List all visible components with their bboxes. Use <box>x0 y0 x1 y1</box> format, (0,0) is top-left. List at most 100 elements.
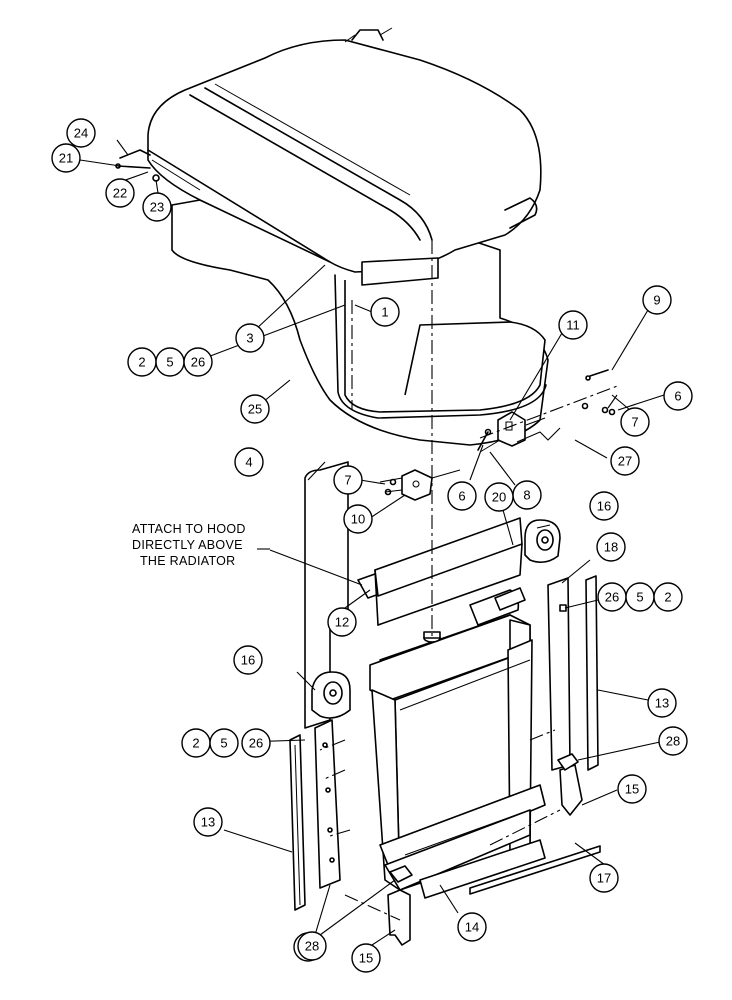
callout-3: 3 <box>235 323 265 353</box>
callout-7-a: 7 <box>620 407 650 437</box>
callout-16-b: 16 <box>233 645 263 675</box>
radiator <box>369 587 546 891</box>
callout-13-b: 13 <box>193 807 223 837</box>
callout-25: 25 <box>240 394 270 424</box>
callout-15-b: 15 <box>351 943 381 973</box>
svg-text:2: 2 <box>664 590 671 605</box>
callout-10: 10 <box>343 504 373 534</box>
svg-text:10: 10 <box>351 512 365 527</box>
mount-16-right <box>524 519 561 564</box>
svg-text:2: 2 <box>138 355 145 370</box>
svg-text:2: 2 <box>192 736 199 751</box>
bracket-15-left <box>387 889 411 946</box>
callout-21: 21 <box>51 143 81 173</box>
svg-text:6: 6 <box>458 489 465 504</box>
svg-text:11: 11 <box>566 318 580 333</box>
callout-7-b: 7 <box>333 465 363 495</box>
svg-text:16: 16 <box>241 653 255 668</box>
callout-4: 4 <box>234 447 264 477</box>
svg-text:5: 5 <box>166 355 173 370</box>
callout-5-c: 5 <box>209 728 239 758</box>
svg-text:7: 7 <box>631 415 638 430</box>
side-rail-18-right <box>547 577 571 771</box>
svg-text:6: 6 <box>674 389 681 404</box>
mount-16-left <box>311 671 351 719</box>
svg-text:9: 9 <box>653 293 660 308</box>
svg-text:13: 13 <box>655 696 669 711</box>
hood-assembly <box>147 27 549 446</box>
callout-26-b: 26 <box>597 582 627 612</box>
callout-22: 22 <box>105 178 135 208</box>
svg-text:28: 28 <box>666 734 680 749</box>
callout-6-a: 6 <box>663 381 693 411</box>
callout-17: 17 <box>589 863 619 893</box>
callout-15-a: 15 <box>617 774 647 804</box>
callout-12: 12 <box>327 607 357 637</box>
svg-text:22: 22 <box>113 186 127 201</box>
callout-1: 1 <box>370 297 400 327</box>
svg-text:27: 27 <box>618 454 632 469</box>
svg-text:5: 5 <box>220 736 227 751</box>
svg-text:28: 28 <box>305 939 319 954</box>
svg-text:20: 20 <box>492 490 506 505</box>
bracket-10 <box>379 469 461 501</box>
svg-text:13: 13 <box>201 815 215 830</box>
callout-14: 14 <box>457 912 487 942</box>
callout-5-b: 5 <box>625 582 655 612</box>
bottom-support-14 <box>419 839 546 899</box>
pad-28-left <box>389 865 413 883</box>
svg-text:25: 25 <box>248 402 262 417</box>
callout-2-b: 2 <box>653 582 683 612</box>
side-rail-19-left <box>314 719 341 889</box>
svg-text:18: 18 <box>604 540 618 555</box>
callout-28-b-visible: 28 <box>297 931 327 961</box>
svg-text:1: 1 <box>381 305 388 320</box>
side-rail-13-left <box>289 734 306 911</box>
callout-16-a: 16 <box>589 491 619 521</box>
callout-5-a: 5 <box>155 347 185 377</box>
side-rail-13-right <box>585 575 599 771</box>
hood-latch <box>115 149 160 182</box>
svg-text:14: 14 <box>465 920 479 935</box>
callout-11: 11 <box>558 310 588 340</box>
callout-6-b: 6 <box>447 481 477 511</box>
svg-text:15: 15 <box>625 782 639 797</box>
attach-note: ATTACH TO HOOD DIRECTLY ABOVE THE RADIAT… <box>132 522 270 568</box>
callout-2-c: 2 <box>181 728 211 758</box>
callout-20: 20 <box>484 482 514 512</box>
callout-23: 23 <box>142 192 172 222</box>
callout-9: 9 <box>642 285 672 315</box>
note-line-1: ATTACH TO HOOD <box>132 522 246 536</box>
bracket-15-right <box>559 764 583 816</box>
note-line-3: THE RADIATOR <box>140 554 236 568</box>
svg-text:3: 3 <box>246 331 253 346</box>
svg-text:26: 26 <box>191 355 205 370</box>
callout-13-a: 13 <box>647 688 677 718</box>
callout-28-a: 28 <box>658 726 688 756</box>
svg-text:23: 23 <box>150 200 164 215</box>
svg-text:7: 7 <box>344 473 351 488</box>
shroud-20 <box>374 517 523 626</box>
callout-8: 8 <box>512 480 542 510</box>
svg-text:21: 21 <box>59 151 73 166</box>
svg-text:12: 12 <box>335 615 349 630</box>
center-lines <box>319 240 621 921</box>
callout-27: 27 <box>610 446 640 476</box>
svg-text:16: 16 <box>597 499 611 514</box>
callout-26-c: 26 <box>241 728 271 758</box>
svg-text:5: 5 <box>636 590 643 605</box>
note-line-2: DIRECTLY ABOVE <box>132 538 243 552</box>
svg-text:17: 17 <box>597 871 611 886</box>
leader-lines <box>79 139 665 946</box>
svg-text:26: 26 <box>605 590 619 605</box>
svg-text:8: 8 <box>523 488 530 503</box>
bottom-strip-17 <box>469 845 601 895</box>
svg-text:26: 26 <box>249 736 263 751</box>
callout-2-a: 2 <box>127 347 157 377</box>
pad-28-right <box>557 753 579 771</box>
callout-26-a: 26 <box>183 347 213 377</box>
svg-text:4: 4 <box>245 455 252 470</box>
svg-text:15: 15 <box>359 951 373 966</box>
callout-24: 24 <box>66 118 96 148</box>
